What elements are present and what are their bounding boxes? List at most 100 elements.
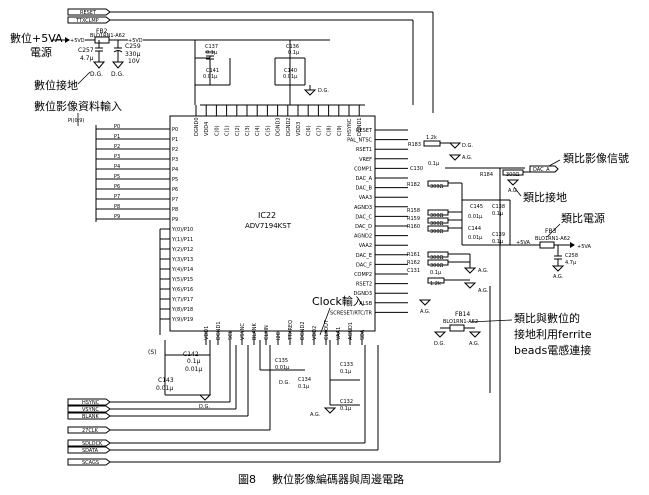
svg-text:VDD4: VDD4 — [204, 122, 210, 136]
svg-text:C(7): C(7) — [316, 125, 322, 136]
top-pin: C(6) — [306, 105, 312, 136]
svg-text:C137: C137 — [205, 44, 218, 50]
caption-fig: 圖8 — [238, 473, 256, 486]
svg-text:P9: P9 — [172, 217, 178, 223]
svg-text:SCL: SCL — [228, 330, 234, 340]
bus-tag: HSYNC — [67, 345, 231, 406]
svg-text:330μ: 330μ — [125, 51, 140, 58]
svg-text:R162: R162 — [407, 260, 420, 266]
svg-text:D.G.: D.G. — [318, 88, 329, 94]
bottom-decoupling: (S) C142 0.1μ 0.01μ C143 0.01μ D.G. C135… — [148, 294, 364, 418]
svg-text:10V: 10V — [128, 58, 141, 65]
bottom-pin: BLANK — [252, 323, 258, 345]
svg-text:BLO1RN1-A62: BLO1RN1-A62 — [443, 319, 478, 325]
svg-text:P5: P5 — [114, 174, 120, 180]
right-pin: COMP2 — [354, 272, 408, 278]
ic-ref: IC22 — [258, 211, 276, 220]
bus-tag: BLANK — [67, 345, 249, 420]
svg-text:D.G.: D.G. — [90, 71, 103, 78]
svg-text:BLANK: BLANK — [252, 323, 258, 340]
svg-text:RSET2: RSET2 — [356, 282, 372, 288]
svg-text:C(9): C(9) — [337, 125, 343, 136]
bottom-pin: VDD1 — [204, 326, 210, 345]
right-pin: DAC_C — [355, 214, 408, 220]
svg-text:300Ω: 300Ω — [430, 255, 444, 261]
top-pin: C(7) — [316, 105, 322, 136]
right-pin: VAA3 — [359, 195, 408, 201]
svg-text:C(3): C(3) — [245, 125, 251, 136]
bottom-pin: DGND1 — [216, 322, 222, 345]
svg-text:Y(9)/P19: Y(9)/P19 — [171, 317, 193, 323]
svg-text:P0: P0 — [114, 124, 120, 130]
left-pin: Y(6)/P16 — [160, 287, 193, 293]
svg-text:+5VD: +5VD — [70, 38, 85, 44]
svg-text:SCRESET/RTC/TR: SCRESET/RTC/TR — [330, 310, 372, 316]
anno-ferrite-2: 接地利用ferrite — [514, 328, 592, 341]
svg-text:0.1μ: 0.1μ — [187, 358, 201, 365]
anno-digital-5v: 數位+5VA — [10, 31, 63, 45]
svg-text:D.G.: D.G. — [279, 380, 290, 386]
svg-text:A.G.: A.G. — [420, 309, 431, 315]
svg-text:VAA1: VAA1 — [336, 327, 342, 340]
svg-text:D.G.: D.G. — [199, 404, 210, 410]
svg-text:HSYNC: HSYNC — [347, 118, 353, 136]
svg-text:300Ω: 300Ω — [430, 229, 444, 235]
svg-text:DGND1: DGND1 — [357, 118, 363, 137]
svg-text:C258: C258 — [565, 253, 578, 259]
svg-text:C131: C131 — [407, 268, 420, 274]
ic-body — [169, 115, 376, 332]
svg-text:300Ω: 300Ω — [430, 221, 444, 227]
svg-text:C132: C132 — [340, 399, 353, 405]
svg-text:HSYNC: HSYNC — [82, 400, 100, 406]
svg-text:R182: R182 — [407, 182, 420, 188]
anno-analog-power: 類比電源 — [561, 211, 605, 225]
svg-text:AGND2: AGND2 — [354, 234, 372, 240]
right-pin: RESET — [356, 128, 408, 134]
svg-text:VAA3: VAA3 — [359, 195, 372, 201]
svg-text:RSET1: RSET1 — [356, 147, 372, 153]
anno-digital-power: 電源 — [30, 45, 52, 59]
svg-text:DGND3: DGND3 — [276, 118, 282, 137]
svg-text:Y(5)/P15: Y(5)/P15 — [171, 277, 193, 283]
svg-text:P6: P6 — [114, 184, 120, 190]
svg-text:+5VA: +5VA — [577, 244, 591, 250]
bottom-pin: TTXREQ — [288, 320, 294, 345]
left-pin: Y(3)/P13 — [160, 257, 193, 263]
right-pin: DAC_A — [355, 176, 408, 182]
right-pin: PAL_NTSC — [347, 138, 408, 144]
svg-text:+5VA: +5VA — [516, 240, 530, 246]
svg-text:4.7μ: 4.7μ — [80, 55, 94, 62]
svg-text:300Ω: 300Ω — [430, 213, 444, 219]
svg-text:27CLK: 27CLK — [82, 428, 99, 434]
svg-text:0.01μ: 0.01μ — [283, 74, 298, 80]
right-pin: COMP1 — [354, 166, 408, 172]
svg-text:P4: P4 — [172, 167, 178, 173]
top-pin: C(5) — [265, 105, 271, 136]
bus-tag: 27CLK — [67, 345, 271, 434]
svg-text:DGND2: DGND2 — [286, 118, 292, 137]
anno-digital-video-input: 數位影像資料輸入 — [34, 99, 122, 113]
svg-text:Y(3)/P13: Y(3)/P13 — [171, 257, 193, 263]
svg-text:0.1μ: 0.1μ — [492, 239, 504, 245]
svg-text:DGND3: DGND3 — [354, 291, 373, 297]
left-pin: Y(9)/P19 — [160, 317, 193, 323]
svg-text:SDA: SDA — [360, 329, 366, 340]
svg-text:C136: C136 — [286, 44, 299, 50]
svg-text:P3: P3 — [114, 154, 120, 160]
top-pin: C(0) — [214, 105, 220, 136]
svg-text:0.01μ: 0.01μ — [275, 365, 290, 371]
svg-text:ALSB: ALSB — [359, 301, 372, 307]
svg-text:C(1): C(1) — [225, 125, 231, 136]
svg-text:P8: P8 — [172, 207, 178, 213]
ic-part: ADV7194KST — [245, 222, 292, 230]
svg-text:Y(1)/P11: Y(1)/P11 — [171, 237, 193, 243]
svg-text:C141: C141 — [206, 68, 219, 74]
right-pin: VAA2 — [359, 243, 408, 249]
svg-text:P3: P3 — [172, 157, 178, 163]
